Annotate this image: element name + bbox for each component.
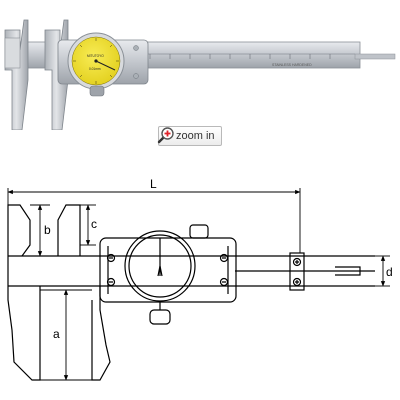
beam-engraving: STAINLESS HARDENED xyxy=(272,63,312,67)
label-c: c xyxy=(91,217,97,231)
zoom-in-label: zoom in xyxy=(176,130,215,142)
label-d: d xyxy=(386,265,393,279)
label-L: L xyxy=(150,177,157,191)
dial-unit: 0.01mm xyxy=(89,67,101,71)
zoom-in-button[interactable]: zoom in xyxy=(157,126,222,146)
magnifier-plus-icon xyxy=(157,127,174,144)
caliper-photo: STAINLESS HARDENED MITUTOYO 0.01mm xyxy=(4,19,396,130)
dial-brand: MITUTOYO xyxy=(87,54,104,58)
label-a: a xyxy=(53,327,60,341)
label-b: b xyxy=(44,223,51,237)
caliper-dimension-drawing: L b c a d xyxy=(7,177,393,381)
